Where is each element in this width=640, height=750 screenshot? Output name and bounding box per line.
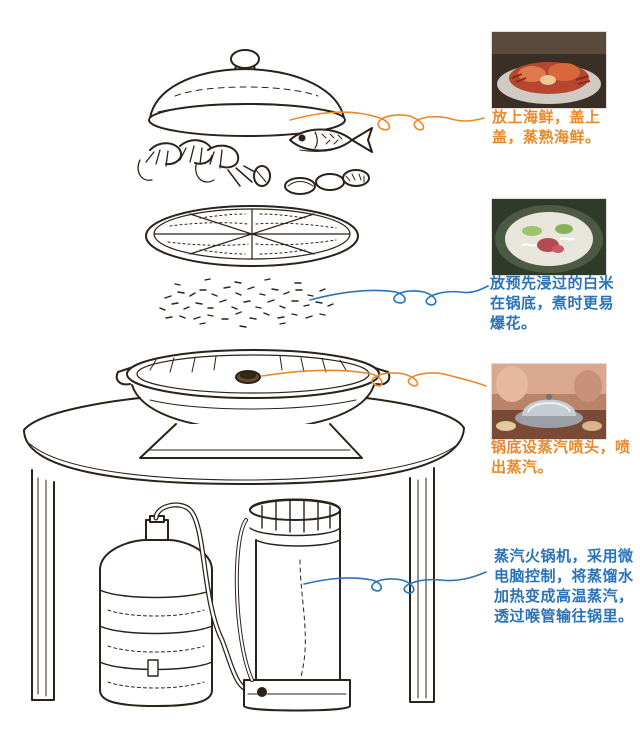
- rice-layer: [159, 278, 334, 328]
- wok: [115, 349, 391, 431]
- pot-lid: [148, 49, 346, 137]
- photo-rice-in-pot: [491, 198, 607, 276]
- pointer-line-rice: [309, 285, 489, 306]
- pointer-line-nozzle: [261, 369, 487, 387]
- annotation-steam-nozzle: 锅底设蒸汽喷头，喷出蒸汽。: [491, 438, 631, 476]
- annotation-steam-machine: 蒸汽火锅机，采用微电脑控制，将蒸馏水加热变成高温蒸汽，透过喉管输往锅里。: [494, 547, 634, 625]
- steam-plate: [145, 205, 359, 267]
- pointer-line-lid: [289, 111, 485, 131]
- pointer-line-machine: [303, 571, 487, 594]
- annotation-rice: 放预先浸过的白米在锅底，煮时更易爆花。: [490, 274, 615, 332]
- seafood-layer: [137, 127, 373, 195]
- steam-machine: [234, 498, 351, 712]
- photo-seafood-platter: [491, 31, 607, 109]
- photo-steam-pot-on-table: [491, 363, 607, 440]
- table: [23, 397, 465, 703]
- water-bottle: [99, 502, 253, 707]
- annotation-seafood: 放上海鲜，盖上盖，蒸熟海鲜。: [492, 108, 601, 146]
